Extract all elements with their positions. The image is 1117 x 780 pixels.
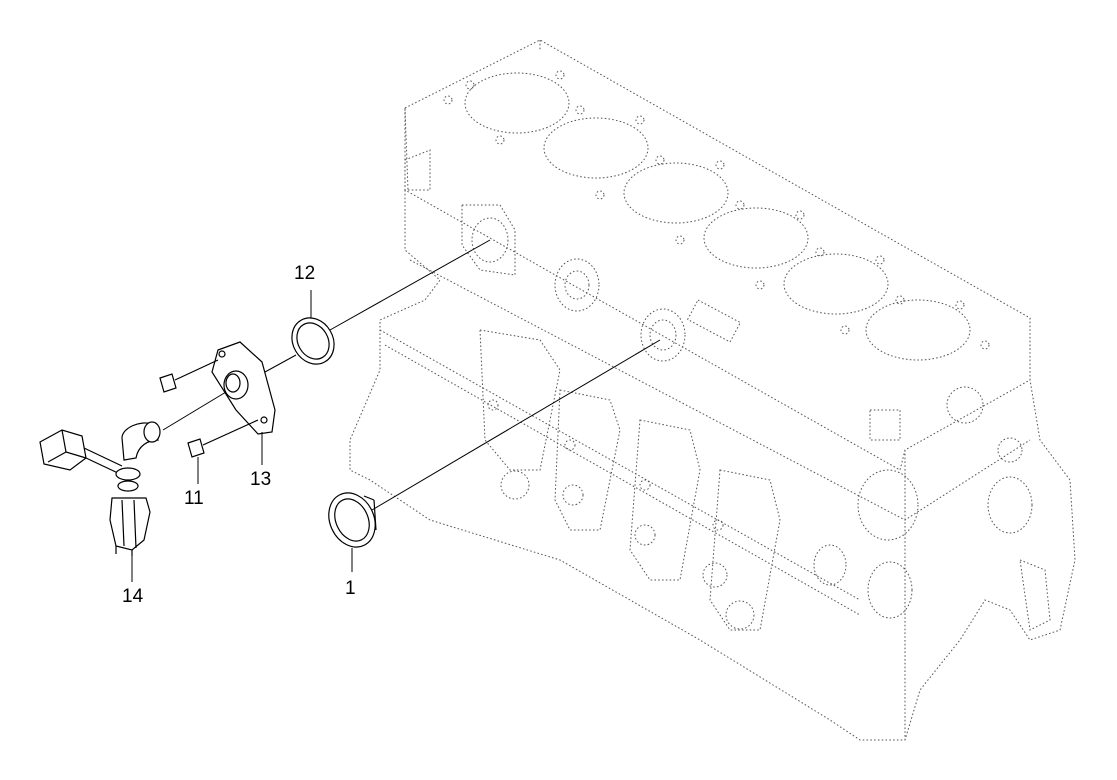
callout-11: 11 [184, 488, 204, 509]
part-1-seal-ring [328, 492, 377, 548]
part-12-o-ring [291, 317, 335, 365]
callout-14: 14 [122, 586, 144, 607]
callout-13: 13 [250, 469, 272, 490]
callout-12: 12 [294, 263, 316, 284]
part-11-bolts [159, 359, 259, 458]
block-side-ports [461, 204, 742, 362]
block-front-face [404, 149, 1051, 631]
alignment-line-13 [162, 391, 227, 431]
part-14-sensor-assembly [39, 421, 161, 556]
alignment-line-1 [371, 339, 661, 511]
head-bolt-holes [443, 70, 990, 350]
crankcase-ribs [479, 329, 781, 631]
part-13-flange-plate [211, 341, 276, 435]
engine-block [349, 39, 1076, 741]
cylinder-bores [464, 72, 971, 361]
alignment-line-12 [329, 239, 491, 331]
callout-1: 1 [345, 578, 356, 599]
alignment-line-12b [264, 354, 297, 373]
